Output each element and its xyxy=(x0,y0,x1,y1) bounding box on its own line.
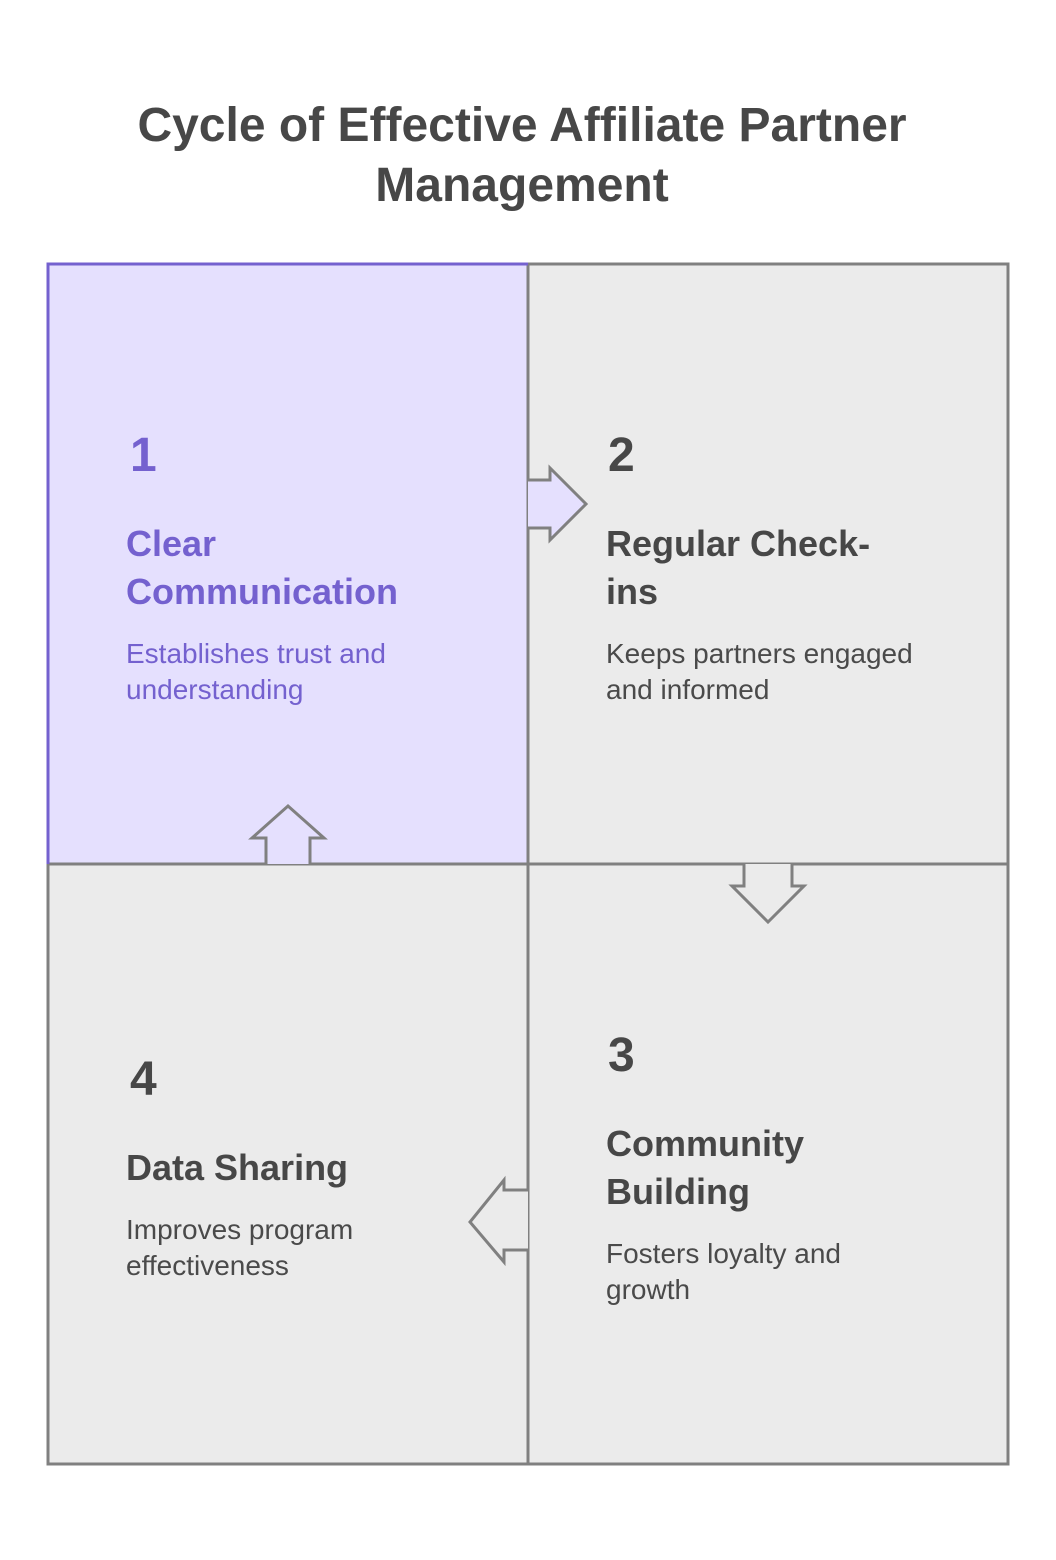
step-2-desc-line-1: Keeps partners engaged xyxy=(606,638,913,669)
step-1-desc-line-2: understanding xyxy=(126,674,304,705)
cell-1-box xyxy=(46,262,530,866)
step-3: 3 Community Building Fosters loyalty and… xyxy=(606,1028,936,1308)
cell-3-box xyxy=(526,862,1010,1466)
step-4-number: 4 xyxy=(130,1053,157,1106)
arrow-1-to-2 xyxy=(528,464,589,544)
cell-4-box xyxy=(46,862,530,1466)
step-1-number: 1 xyxy=(130,429,157,482)
step-3-heading-line-2: Building xyxy=(606,1171,750,1212)
step-1-heading: Clear Communication xyxy=(126,520,456,616)
step-1-heading-line-1: Clear xyxy=(126,523,217,564)
diagram-title: Cycle of Effective Affiliate Partner Man… xyxy=(0,96,1044,216)
title-line-1: Cycle of Effective Affiliate Partner xyxy=(137,99,907,152)
step-2-heading: Regular Check- ins xyxy=(606,520,936,616)
arrow-3-to-4 xyxy=(468,1175,528,1267)
cell-1-highlight-border xyxy=(46,262,528,864)
step-1-heading-line-2: Communication xyxy=(126,571,399,612)
step-4-heading: Data Sharing xyxy=(126,1144,456,1192)
arrow-2-to-3 xyxy=(728,864,808,925)
step-3-number: 3 xyxy=(608,1029,635,1082)
step-4-heading-line-1: Data Sharing xyxy=(126,1147,349,1188)
step-4-desc-line-1: Improves program xyxy=(126,1214,354,1245)
cell-2-box xyxy=(526,262,1010,866)
step-1-description: Establishes trust and understanding xyxy=(126,636,456,708)
step-3-heading-line-1: Community xyxy=(606,1123,804,1164)
step-3-desc-line-1: Fosters loyalty and xyxy=(606,1238,841,1269)
step-1: 1 Clear Communication Establishes trust … xyxy=(126,428,456,708)
arrow-4-to-1 xyxy=(248,803,328,864)
step-1-desc-line-1: Establishes trust and xyxy=(126,638,386,669)
step-2-heading-line-1: Regular Check- xyxy=(606,523,871,564)
step-3-desc-line-2: growth xyxy=(606,1274,691,1305)
step-2-description: Keeps partners engaged and informed xyxy=(606,636,936,708)
step-3-heading: Community Building xyxy=(606,1120,936,1216)
step-2: 2 Regular Check- ins Keeps partners enga… xyxy=(606,428,936,708)
step-2-heading-line-2: ins xyxy=(606,571,659,612)
step-3-description: Fosters loyalty and growth xyxy=(606,1236,936,1308)
step-2-number: 2 xyxy=(608,429,635,482)
step-4-description: Improves program effectiveness xyxy=(126,1212,456,1284)
step-4-desc-line-2: effectiveness xyxy=(126,1250,289,1281)
title-line-2: Management xyxy=(375,159,669,212)
step-2-desc-line-2: and informed xyxy=(606,674,770,705)
step-4: 4 Data Sharing Improves program effectiv… xyxy=(126,1052,456,1284)
